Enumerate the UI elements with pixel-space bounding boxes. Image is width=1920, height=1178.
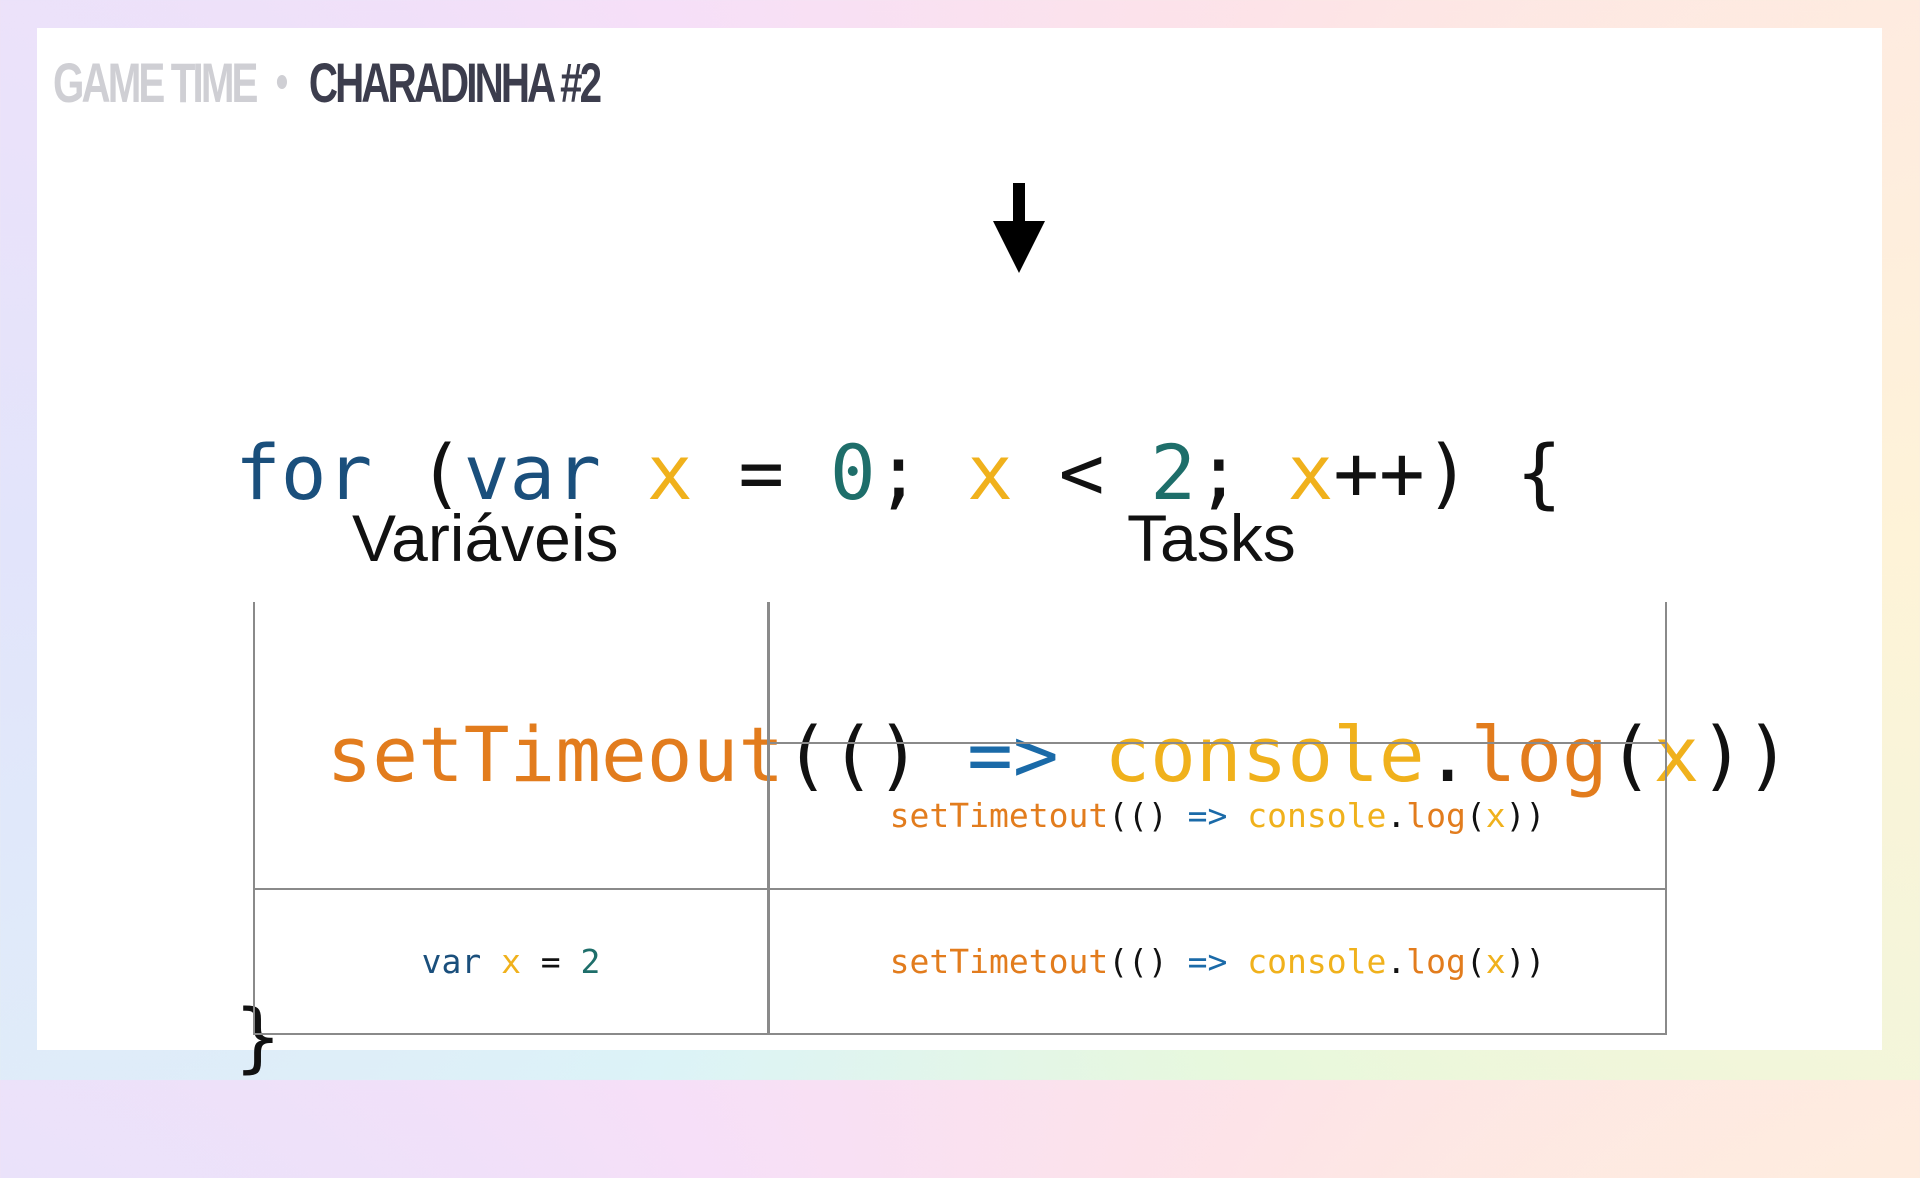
token-dot: . xyxy=(1386,942,1407,981)
task-cell: setTimetout(() => console.log(x)) xyxy=(770,942,1665,981)
token-x: x xyxy=(1485,942,1506,981)
token-space xyxy=(1227,942,1247,981)
token-paren: ( xyxy=(1607,710,1654,799)
token-arrow: => xyxy=(1187,796,1228,835)
token-space xyxy=(1059,710,1105,799)
token-two: 2 xyxy=(1150,428,1196,517)
token-x: x xyxy=(501,942,521,981)
tasks-heading: Tasks xyxy=(1127,501,1296,575)
token-paren: (() xyxy=(1108,942,1188,981)
code-line-3: } xyxy=(235,990,1791,1084)
token-setTimeout: setTimeout xyxy=(326,710,785,799)
slide-header: GAME TIME CHARADINHA #2 xyxy=(53,42,602,122)
token-console: console xyxy=(1104,710,1425,799)
token-value: 2 xyxy=(580,942,601,981)
table-left-border xyxy=(253,602,255,1035)
token-paren-close: )) xyxy=(1699,710,1791,799)
token-paren-close: )) xyxy=(1505,796,1546,835)
token-paren: ( xyxy=(372,428,464,517)
token-less-than: < xyxy=(1012,428,1151,517)
header-separator-dot xyxy=(277,75,288,89)
token-for: for xyxy=(235,428,373,517)
header-title: CHARADINHA #2 xyxy=(308,50,602,114)
token-log: log xyxy=(1470,710,1608,799)
token-x: x xyxy=(967,428,1013,517)
token-assign: = xyxy=(520,942,581,981)
variables-heading: Variáveis xyxy=(352,501,619,575)
token-dot: . xyxy=(1424,710,1471,799)
token-var: var xyxy=(421,942,482,981)
row-divider xyxy=(253,888,1667,890)
token-arrow: => xyxy=(967,710,1059,799)
token-log: log xyxy=(1406,796,1466,835)
slide xyxy=(37,28,1882,1050)
code-line-1: for (var x = 0; x < 2; x++) { xyxy=(235,426,1791,520)
token-x: x xyxy=(1287,428,1334,517)
arrow-down-icon xyxy=(993,183,1045,273)
token-indent xyxy=(235,710,327,799)
token-semicolon: ; xyxy=(875,428,968,517)
token-paren: (() xyxy=(784,710,968,799)
task-cell: setTimetout(() => console.log(x)) xyxy=(770,796,1665,835)
token-zero: 0 xyxy=(829,428,876,517)
table-right-border xyxy=(1665,602,1667,1035)
token-log: log xyxy=(1406,942,1466,981)
table-bottom-border xyxy=(253,1033,1667,1035)
code-line-2: setTimeout(() => console.log(x)) xyxy=(235,708,1791,802)
token-space xyxy=(1227,796,1247,835)
variable-cell: var x = 2 xyxy=(255,942,767,981)
token-x: x xyxy=(1485,796,1506,835)
table-middle-divider xyxy=(767,602,770,1035)
token-paren-close: )) xyxy=(1505,942,1546,981)
token-arrow: => xyxy=(1187,942,1228,981)
token-setTimetout: setTimetout xyxy=(889,942,1109,981)
token-console: console xyxy=(1247,942,1387,981)
token-paren: ( xyxy=(1465,796,1486,835)
tasks-row-divider-top xyxy=(767,742,1667,744)
token-paren: ( xyxy=(1465,942,1486,981)
token-console: console xyxy=(1247,796,1387,835)
token-setTimetout: setTimetout xyxy=(889,796,1109,835)
token-x: x xyxy=(646,428,693,517)
token-brace: } xyxy=(235,992,281,1081)
token-assign: = xyxy=(692,428,830,517)
token-var: var xyxy=(463,428,602,517)
token-x: x xyxy=(1653,710,1700,799)
token-semicolon: ; xyxy=(1195,428,1288,517)
header-section: GAME TIME xyxy=(53,50,258,114)
code-block: for (var x = 0; x < 2; x++) { setTimeout… xyxy=(235,238,1791,1178)
token-increment: ++) { xyxy=(1333,428,1563,517)
token-paren: (() xyxy=(1108,796,1188,835)
token-dot: . xyxy=(1386,796,1407,835)
token-space xyxy=(481,942,501,981)
